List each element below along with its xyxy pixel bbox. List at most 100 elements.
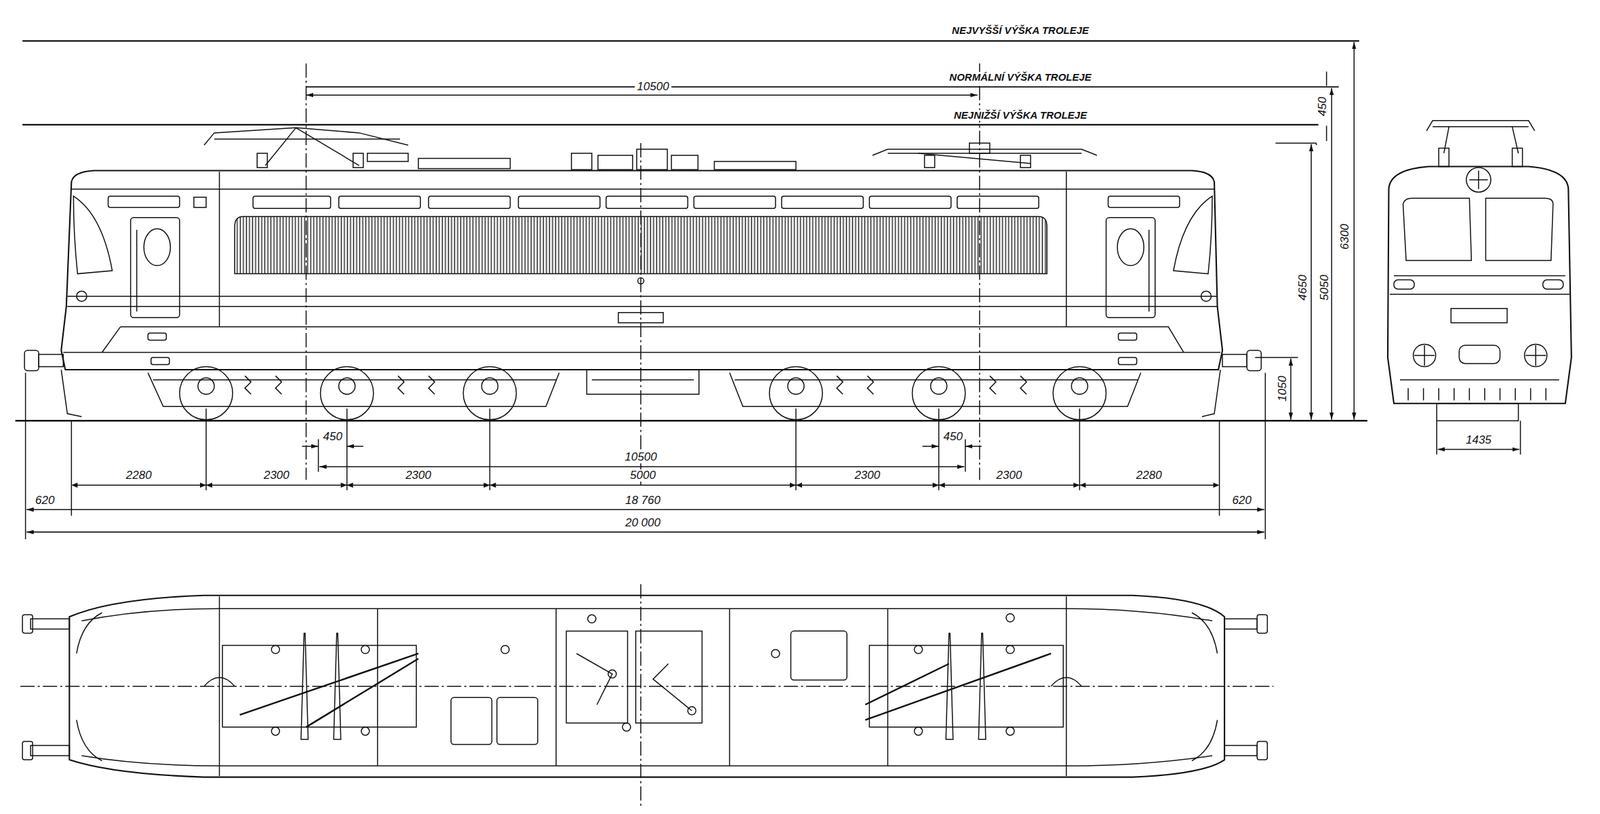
locomotive-side-view-part: [1148, 229, 1150, 312]
locomotive-front-view-part: [1393, 275, 1566, 277]
pantographs-part: [1020, 155, 1031, 168]
length-dimensions-part: [346, 408, 348, 490]
plan-buffers-part: [30, 745, 70, 756]
locomotive-plan-view-part: [1065, 595, 1068, 776]
length-dimensions: [25, 372, 1266, 539]
roof-windows-part: [338, 195, 421, 209]
locomotive-plan-view-part: [218, 595, 221, 776]
ventilation-grille: [234, 216, 1047, 274]
locomotive-side-view-part: [120, 326, 1184, 353]
locomotive-front-view-part: [1389, 293, 1570, 295]
dimension-value: 2280: [124, 469, 154, 482]
locomotive-side-view-part: [1106, 217, 1156, 318]
pantographs-part: [295, 127, 359, 166]
locomotive-plan-view-part: [81, 608, 1213, 621]
dimension-value: 1435: [1463, 433, 1494, 447]
locomotive-plan-view-part: [1006, 613, 1015, 622]
buffers-part: [24, 349, 39, 371]
bogies-part: [836, 375, 1027, 394]
roof-windows-part: [428, 195, 510, 209]
dimension-value: 10500: [623, 450, 659, 464]
locomotive-side-view-part: [136, 229, 138, 312]
locomotive-front-view-part: [1534, 345, 1537, 366]
pantographs-part: [265, 127, 296, 166]
dimension-value: 5000: [627, 469, 658, 482]
roof-windows-part: [693, 195, 775, 209]
plan-pantograph-part: [240, 652, 419, 714]
roof-windows-part: [957, 195, 1039, 209]
plan-pantograph-part: [271, 644, 280, 653]
locomotive-plan-view-part: [496, 696, 538, 744]
dimension-value: 450: [320, 430, 344, 443]
roof-windows: [252, 195, 1039, 209]
locomotive-side-view-part: [1118, 332, 1137, 341]
dimension-value: 620: [33, 494, 57, 507]
length-dimensions-part: [205, 408, 207, 490]
locomotive-side-view-part: [102, 326, 121, 353]
bogies-part: [734, 378, 1139, 381]
locomotive-plan-view: [20, 583, 1274, 809]
height-dimensions: [1254, 42, 1354, 420]
locomotive-plan-view-part: [501, 644, 510, 653]
dimension-value: 2300: [852, 469, 883, 482]
pantographs-part: [714, 161, 796, 170]
length-dimensions-part: [319, 465, 965, 468]
number-plate: [1450, 308, 1508, 323]
locomotive-side-view-part: [1118, 357, 1137, 365]
height-note: NEJNIŽŠÍ VÝŠKA TROLEJE: [951, 109, 1089, 121]
contact-wire-lines-part: [306, 94, 978, 96]
locomotive-front-view-part: [1400, 379, 1560, 400]
locomotive-front-view-part: [1393, 280, 1415, 290]
locomotive-side-view-part: [1065, 171, 1068, 327]
locomotive-side-view-part: [1173, 195, 1213, 274]
bogies-part: [930, 377, 948, 394]
locomotive-plan-view-part: [81, 755, 1213, 766]
dimension-value: 6300: [1338, 221, 1352, 252]
dimension-value: 2300: [994, 469, 1025, 482]
locomotive-plan-view-part: [771, 648, 780, 657]
roof-windows-part: [606, 195, 688, 209]
dimension-value: 620: [1230, 494, 1254, 507]
contact-wire-lines-part: [306, 86, 1339, 88]
dimension-value: 1050: [1276, 374, 1289, 405]
locomotive-front-view-part: [1437, 448, 1520, 451]
locomotive-side-view-part: [67, 305, 1217, 308]
plan-pantograph-part: [361, 644, 370, 653]
height-dimensions-part: [1326, 71, 1328, 87]
bogies-part: [147, 372, 560, 407]
bogies: [147, 366, 1141, 420]
locomotive-front-view-part: [1413, 343, 1436, 367]
locomotive-plan-view-part: [622, 722, 631, 731]
locomotive-front-view-part: [1387, 166, 1572, 404]
locomotive-plan-view-part: [450, 696, 492, 744]
plan-pantograph-part: [914, 726, 923, 735]
locomotive-side-view-part: [67, 295, 1217, 297]
length-dimensions-part: [347, 445, 364, 447]
pantographs-part: [214, 138, 400, 140]
plan-buffers-part: [1256, 741, 1268, 760]
number-plate: [618, 312, 664, 323]
plan-pantograph-part: [1006, 726, 1015, 735]
pantographs-part: [924, 155, 935, 168]
locomotive-side-view-part: [143, 228, 171, 266]
height-note: NEJVYŠŠÍ VÝŠKA TROLEJE: [949, 25, 1091, 36]
locomotive-front-view-part: [1512, 126, 1519, 154]
locomotive-front-view-part: [1444, 126, 1450, 154]
dimension-value: 4650: [1296, 273, 1310, 304]
locomotive-plan-view-part: [887, 608, 889, 766]
plan-buffers-part: [1256, 614, 1268, 633]
height-dimensions-part: [1310, 143, 1312, 419]
roof-windows-part: [518, 195, 600, 209]
locomotive-front-view-part: [1435, 420, 1438, 455]
pantographs-part: [367, 153, 409, 162]
contact-wire-lines: [22, 40, 1360, 485]
locomotive-plan-view-part: [576, 652, 692, 710]
locomotive-plan-view-part: [608, 669, 617, 678]
roof-windows-part: [252, 195, 331, 209]
locomotive-side-view-part: [1117, 228, 1144, 266]
locomotive-plan-view-part: [790, 630, 847, 680]
bogies-part: [244, 375, 435, 394]
locomotive-side-view-part: [76, 290, 87, 302]
